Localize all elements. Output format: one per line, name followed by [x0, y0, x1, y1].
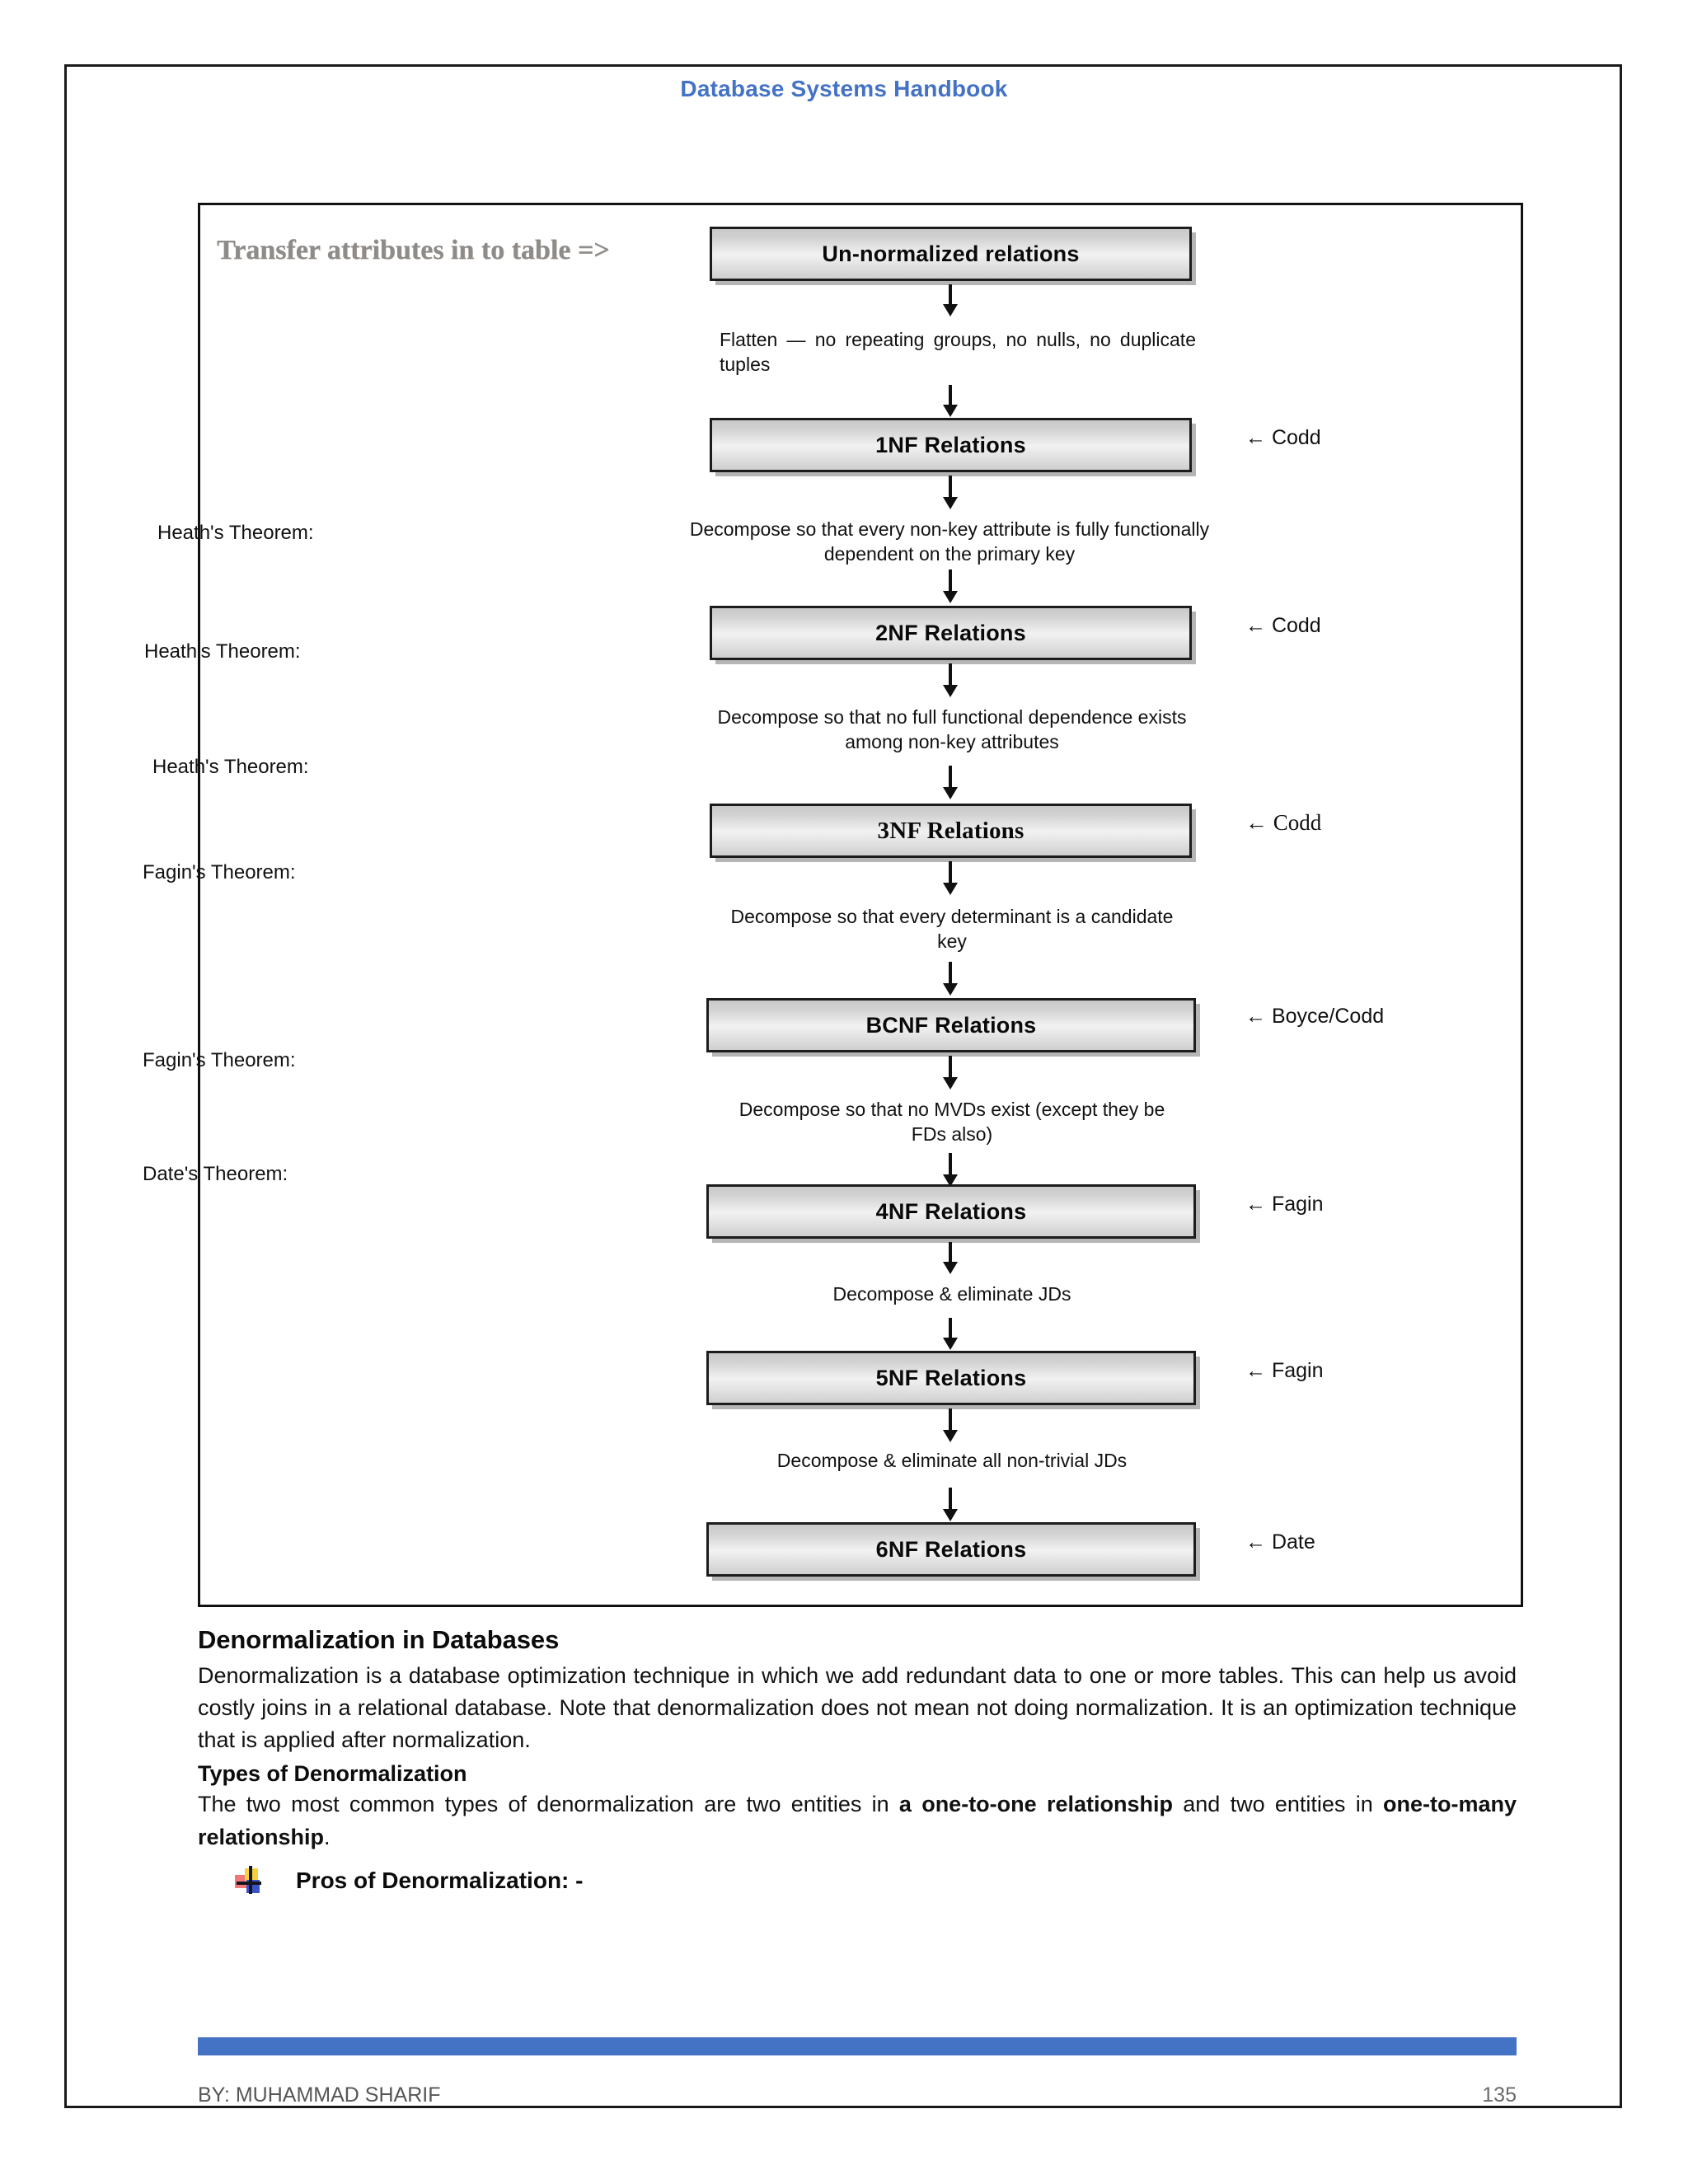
- node-5nf-relations: 5NF Relations: [706, 1351, 1196, 1405]
- arrow-to-step-3: [943, 663, 958, 697]
- paragraph-types-part1: The two most common types of denormaliza…: [198, 1792, 899, 1817]
- section-heading-denormalization: Denormalization in Databases: [198, 1625, 560, 1654]
- node-1nf-relations: 1NF Relations: [710, 418, 1192, 472]
- credit-6nf: ← Date: [1245, 1530, 1315, 1554]
- step-caption-3nf-rule: Decompose so that no full functional dep…: [717, 706, 1187, 753]
- node-2nf-relations: 2NF Relations: [710, 606, 1192, 660]
- paragraph-types-bold-one-to-one: a one-to-one relationship: [898, 1792, 1173, 1817]
- theorem-label-date: Date's Theorem:: [143, 1163, 288, 1185]
- paragraph-denormalization-intro: Denormalization is a database optimizati…: [198, 1663, 1517, 1753]
- arrow-to-4nf: [943, 1153, 958, 1187]
- credit-2nf: ← Codd: [1245, 614, 1321, 637]
- subheading-types-of-denormalization: Types of Denormalization: [198, 1761, 467, 1787]
- arrow-to-step-5: [943, 1056, 958, 1090]
- node-bcnf-relations: BCNF Relations: [706, 998, 1196, 1052]
- node-4nf-relations: 4NF Relations: [706, 1184, 1196, 1239]
- arrow-to-step-7: [943, 1408, 958, 1442]
- credit-3nf: ← Codd: [1245, 810, 1322, 835]
- credit-bcnf: ← Boyce/Codd: [1245, 1005, 1385, 1028]
- normalization-diagram: Transfer attributes in to table => Un-no…: [143, 203, 1523, 1607]
- theorem-label-heath-1: Heath's Theorem:: [157, 522, 314, 544]
- paragraph-types-bold-one-to-many: one-to-many relationship: [198, 1792, 1517, 1849]
- theorem-label-fagin-2: Fagin's Theorem:: [143, 1049, 296, 1071]
- paragraph-types-part3: .: [324, 1824, 331, 1849]
- arrow-to-1nf: [943, 385, 958, 417]
- arrow-to-3nf: [943, 766, 958, 799]
- theorem-label-heath-3: Heath's Theorem:: [152, 756, 309, 778]
- list-item-label: Pros of Denormalization: -: [296, 1867, 584, 1893]
- arrow-to-step-1: [943, 284, 958, 316]
- arrow-to-bcnf: [943, 962, 958, 996]
- theorem-label-heath-2: Heath's Theorem:: [144, 640, 301, 663]
- step-caption-flatten: Flatten — no repeating groups, no nulls,…: [720, 329, 1196, 376]
- step-caption-5nf-rule: Decompose & eliminate JDs: [832, 1283, 1071, 1305]
- node-3nf-relations: 3NF Relations: [710, 804, 1192, 858]
- arrow-to-step-4: [943, 861, 958, 895]
- credit-4nf: ← Fagin: [1245, 1193, 1324, 1216]
- diagram-title: Transfer attributes in to table =>: [217, 235, 610, 265]
- document-header-title: Database Systems Handbook: [680, 76, 1008, 101]
- footer-author: BY: MUHAMMAD SHARIF: [198, 2083, 441, 2107]
- paragraph-types-of-denormalization: The two most common types of denormaliza…: [198, 1788, 1517, 1853]
- step-caption-4nf-rule: Decompose so that no MVDs exist (except …: [738, 1099, 1165, 1146]
- arrow-to-5nf: [943, 1318, 958, 1350]
- arrow-to-2nf: [943, 569, 958, 603]
- footer-rule-bar: [198, 2037, 1517, 2055]
- footer: BY: MUHAMMAD SHARIF 135: [198, 2083, 1517, 2107]
- node-6nf-relations: 6NF Relations: [706, 1522, 1196, 1577]
- footer-page-number: 135: [1482, 2083, 1517, 2107]
- page-border-frame: [64, 64, 1622, 2108]
- theorem-label-fagin-1: Fagin's Theorem:: [143, 861, 296, 883]
- list-item-pros-of-denormalization: Pros of Denormalization: -: [235, 1865, 1517, 1895]
- arrow-to-6nf: [943, 1488, 958, 1521]
- cross-bullet-icon: [235, 1865, 263, 1895]
- paragraph-types-part2: and two entities in: [1172, 1792, 1384, 1817]
- step-caption-6nf-rule: Decompose & eliminate all non-trivial JD…: [776, 1450, 1128, 1471]
- node-unnormalized-relations: Un-normalized relations: [710, 227, 1192, 281]
- step-caption-2nf-rule: Decompose so that every non-key attribut…: [689, 518, 1210, 565]
- arrow-to-step-2: [943, 476, 958, 509]
- body-content: Denormalization in Databases Denormaliza…: [198, 1625, 1517, 1895]
- arrow-to-step-6: [943, 1242, 958, 1274]
- step-caption-bcnf-rule: Decompose so that every determinant is a…: [730, 906, 1174, 953]
- credit-1nf: ← Codd: [1245, 426, 1321, 449]
- credit-5nf: ← Fagin: [1245, 1359, 1324, 1382]
